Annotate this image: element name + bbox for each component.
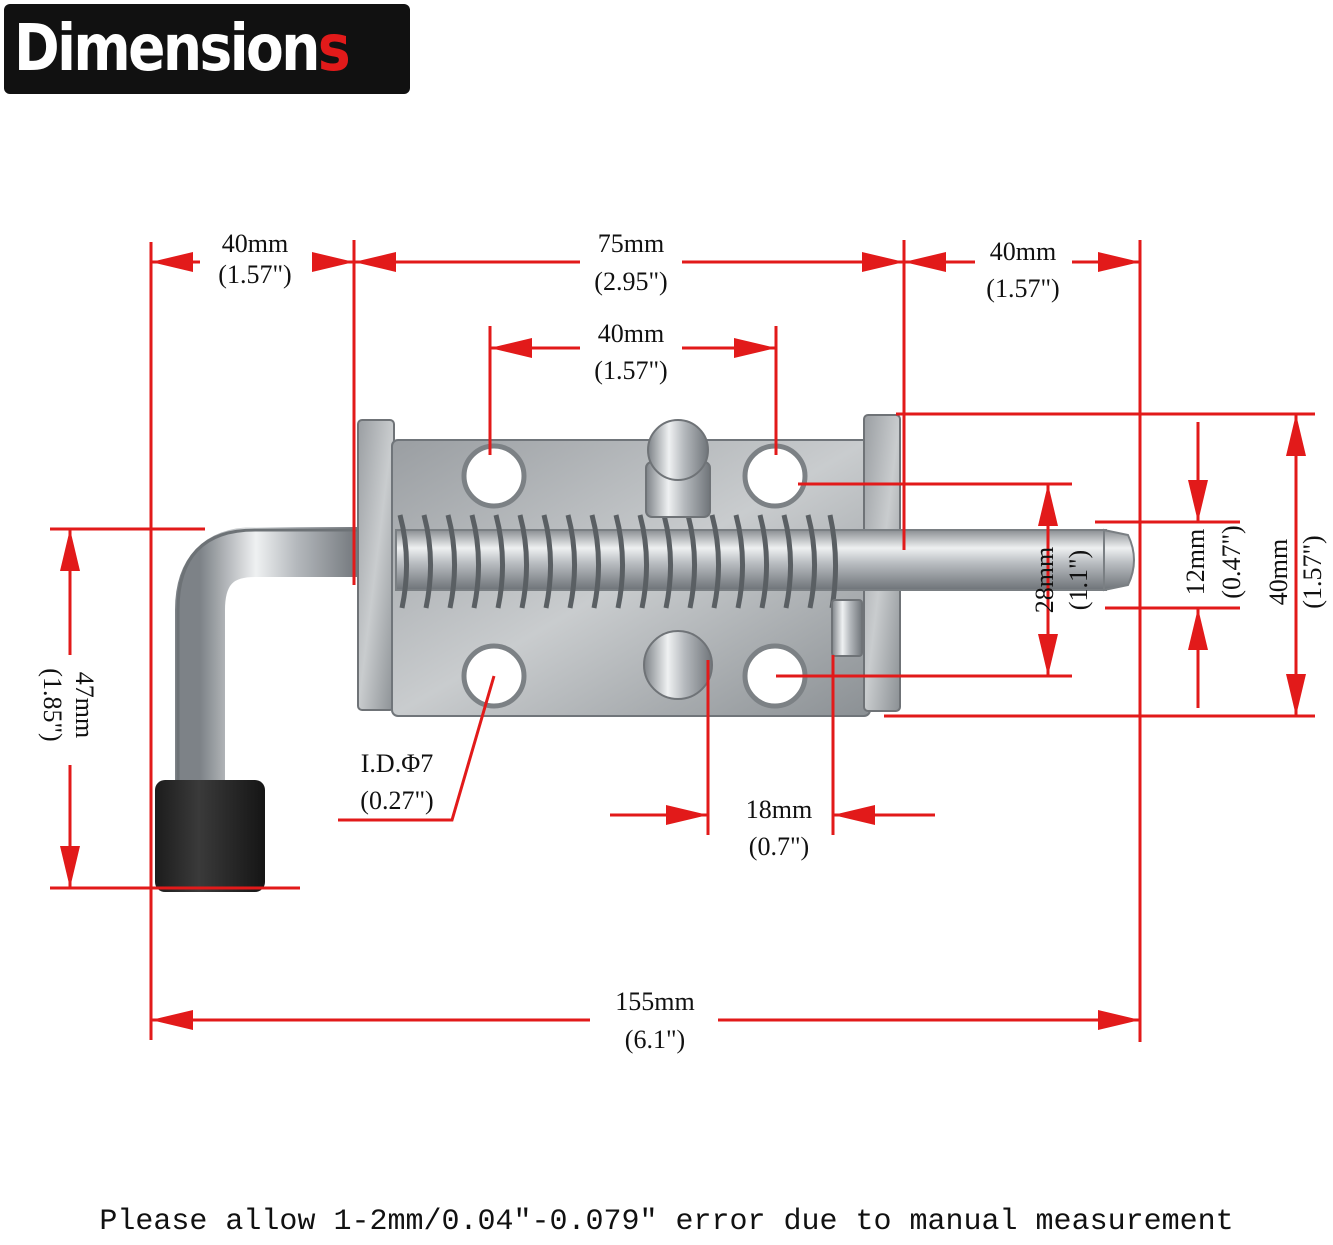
dimensions-title-badge: Dimensions [4,4,410,94]
label-body-width-mm: 40mm [1264,539,1293,605]
label-pin-extension-inch: (1.57") [986,274,1059,303]
dimensions-title: Dimensions [14,12,351,86]
top-stud-head [647,419,709,481]
left-end-plate [357,419,395,711]
spring [397,514,839,609]
handle-rod [175,527,360,790]
label-handle-height-mm: 47mm [70,672,99,738]
stop-lug [831,599,863,657]
label-stud-to-hole-inch: (0.7") [749,832,809,861]
label-total-length-mm: 155mm [615,987,694,1016]
label-pin-diameter-inch: (0.47") [1217,525,1246,598]
arrow-heads [60,252,1306,1030]
label-hole-vertical-mm: 28mm [1030,547,1059,613]
label-body-length-mm: 75mm [598,229,664,258]
label-hole-vertical-inch: (1.1") [1064,550,1093,610]
label-pin-diameter-mm: 12mm [1181,529,1210,595]
label-hole-spacing-mm: 40mm [598,319,664,348]
label-hole-spacing-inch: (1.57") [594,356,667,385]
label-hole-diameter: I.D.Φ7 [361,749,433,778]
label-body-width-inch: (1.57") [1298,535,1327,608]
label-handle-height-inch: (1.85") [38,668,67,741]
label-hole-diameter-inch: (0.27") [360,786,433,815]
bolt-pin [395,529,1107,591]
dimensions-title-accent: s [317,12,351,86]
mounting-hole-top-left [461,443,527,509]
dimension-labels: 40mm (1.57") 75mm (2.95") 40mm (1.57") 4… [38,229,1327,1054]
latch-product [155,414,1135,892]
dimension-lines [50,240,1315,1042]
label-handle-offset-inch: (1.57") [218,260,291,289]
bottom-stud-head [643,630,713,700]
measurement-note: Please allow 1-2mm/0.04"-0.079" error du… [99,1205,1234,1239]
label-total-length-inch: (6.1") [625,1025,685,1054]
bolt-tip [1103,528,1135,592]
label-pin-extension-mm: 40mm [990,237,1056,266]
label-body-length-inch: (2.95") [594,267,667,296]
label-stud-to-hole-mm: 18mm [746,795,812,824]
label-handle-offset-mm: 40mm [222,229,288,258]
rubber-grip [155,780,265,892]
